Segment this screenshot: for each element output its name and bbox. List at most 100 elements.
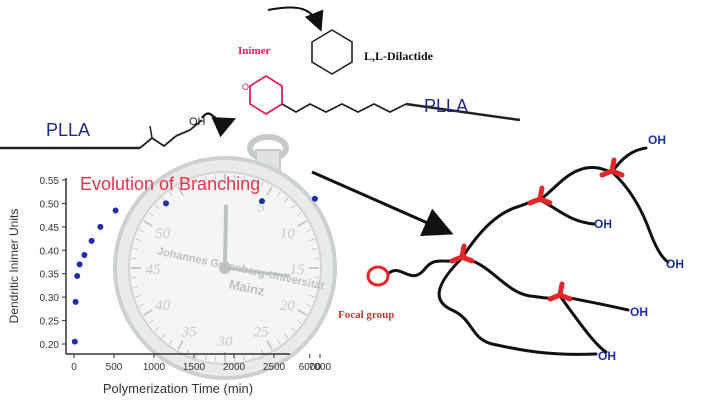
- stopwatch-tick: [313, 257, 319, 260]
- stopwatch-tick: [214, 356, 217, 362]
- plla-backbone-left: [139, 135, 177, 149]
- stopwatch-tick: [260, 349, 264, 355]
- stopwatch-hand-second: [224, 266, 291, 278]
- stopwatch-tick: [161, 333, 166, 339]
- chart-y-ticks: 0.20 0.25 0.30 0.35 0.40 0.45 0.50 0.55: [40, 176, 66, 351]
- branch-point: [599, 157, 625, 178]
- oh-end-group: OH: [666, 257, 684, 271]
- chain-attack-arrow: [201, 112, 237, 138]
- polymer-branch-points: [449, 157, 625, 302]
- stopwatch-tick: [148, 319, 154, 324]
- stopwatch-tick: [143, 220, 153, 227]
- stopwatch-tick: [204, 175, 207, 182]
- stopwatch-tick: [138, 229, 144, 233]
- stopwatch-tick: [313, 276, 319, 279]
- oh-end-group: OH: [594, 217, 612, 231]
- stopwatch-hand-minute: [223, 204, 228, 269]
- stopwatch-tick: [135, 238, 141, 241]
- x-tick-label: 7000: [309, 362, 332, 373]
- stopwatch-tick: [243, 175, 246, 182]
- polymer-chain: [538, 166, 614, 202]
- stopwatch-tick: [131, 257, 137, 260]
- stopwatch-number: 5: [257, 200, 265, 216]
- dilactide-open-arrow: [267, 6, 324, 32]
- plla-backbone-left-2: [175, 119, 203, 137]
- stopwatch-tick: [169, 191, 174, 197]
- stopwatch-brand-line2: Mainz: [228, 277, 267, 299]
- carbonyl-bond-1: [149, 125, 153, 139]
- plla-left-label: PLLA: [46, 120, 90, 140]
- data-point: [259, 198, 265, 205]
- branch-point: [449, 243, 475, 264]
- focal-group-loop: [366, 265, 390, 287]
- polymer-chains: [386, 146, 670, 356]
- stopwatch-tick: [177, 340, 184, 350]
- plla-backbone-right: [281, 102, 407, 114]
- y-tick-label: 0.20: [40, 340, 60, 351]
- y-tick-label: 0.30: [40, 293, 60, 304]
- stopwatch-tick: [177, 186, 184, 196]
- data-point: [72, 298, 79, 305]
- data-point: [81, 251, 88, 258]
- stopwatch-tick: [276, 191, 281, 197]
- y-tick-label: 0.55: [40, 176, 60, 187]
- stopwatch-tick: [135, 295, 141, 298]
- stopwatch-tick: [154, 204, 160, 209]
- x-tick-label: 1500: [183, 362, 206, 373]
- y-tick-label: 0.40: [40, 246, 60, 257]
- stopwatch-tick: [309, 238, 315, 241]
- y-tick-label: 0.35: [40, 270, 60, 281]
- stopwatch-tick: [306, 229, 312, 233]
- branch-point: [527, 185, 553, 206]
- stopwatch-tick: [311, 286, 318, 289]
- data-point: [88, 237, 95, 244]
- chart-xlabel: Polymerization Time (min): [103, 381, 253, 396]
- polymer-chain: [610, 146, 648, 174]
- stopwatch-tick: [143, 309, 153, 316]
- stopwatch-tick: [186, 349, 190, 355]
- oh-end-group: OH: [598, 349, 616, 363]
- stopwatch-hub: [219, 262, 231, 274]
- stopwatch-tick: [260, 181, 264, 187]
- plla-chain-structure: OH L,L-Dilactide Inimer O PLLA PLLA: [0, 6, 521, 150]
- stopwatch-tick: [132, 286, 139, 289]
- stopwatch-tick: [195, 178, 198, 184]
- data-point: [163, 200, 169, 207]
- y-tick-label: 0.45: [40, 223, 60, 234]
- stopwatch-tick: [311, 247, 318, 250]
- stopwatch-tick: [284, 333, 289, 339]
- stopwatch-tick: [214, 174, 217, 180]
- stopwatch-tick: [131, 276, 137, 279]
- stopwatch-tick: [169, 339, 174, 345]
- stopwatch-tick: [186, 181, 190, 187]
- inimer-ring: [249, 74, 283, 116]
- stopwatch-number: 35: [181, 324, 198, 340]
- y-tick-label: 0.25: [40, 317, 60, 328]
- stopwatch-tick: [297, 309, 307, 316]
- polymer-chain: [460, 198, 542, 260]
- data-point: [76, 261, 83, 268]
- stopwatch-number: 50: [155, 226, 171, 242]
- stopwatch-tick: [290, 204, 296, 209]
- x-tick-label: 0: [71, 362, 77, 373]
- stopwatch-number: 20: [280, 298, 296, 314]
- evolution-arrow: [311, 170, 454, 237]
- stopwatch-tick: [243, 354, 246, 361]
- stopwatch-tick: [233, 174, 236, 180]
- x-tick-label: 6000: [299, 362, 322, 373]
- dilactide-ring: [311, 29, 353, 75]
- stopwatch-number: 30: [217, 334, 234, 350]
- y-tick-label: 0.50: [40, 199, 60, 210]
- stopwatch-tick: [154, 327, 160, 332]
- stopwatch-tick: [266, 186, 273, 196]
- oh-end-group: OH: [630, 305, 648, 319]
- x-tick-label: 1000: [143, 362, 166, 373]
- inimer-oxygen: O: [242, 82, 249, 92]
- stopwatch-tick: [132, 247, 139, 250]
- data-point: [311, 195, 318, 202]
